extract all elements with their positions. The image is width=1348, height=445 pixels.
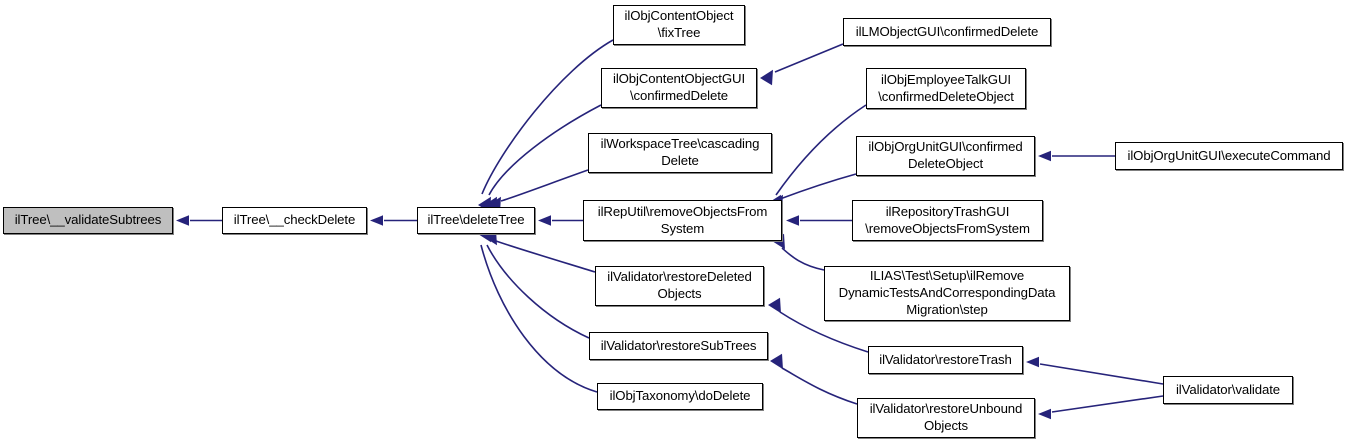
graph-node[interactable]: ilLMObjectGUI\confirmedDelete xyxy=(843,18,1051,46)
graph-edge-arrowhead xyxy=(760,69,773,86)
graph-edge xyxy=(774,43,844,73)
graph-node[interactable]: ilValidator\restoreDeleted Objects xyxy=(595,266,764,306)
graph-edge-arrowhead xyxy=(1038,408,1051,420)
graph-node[interactable]: ilObjEmployeeTalkGUI \confirmedDeleteObj… xyxy=(866,68,1026,109)
graph-node[interactable]: ilRepUtil\removeObjectsFrom System xyxy=(583,200,782,241)
graph-edge xyxy=(781,247,825,271)
graph-node[interactable]: ilValidator\restoreSubTrees xyxy=(589,332,768,360)
graph-node[interactable]: ilObjTaxonomy\doDelete xyxy=(597,383,763,410)
graph-edge xyxy=(1051,395,1164,413)
graph-node[interactable]: ilObjOrgUnitGUI\executeCommand xyxy=(1115,142,1343,170)
graph-edge xyxy=(781,367,858,405)
graph-node[interactable]: ILIAS\Test\Setup\ilRemove DynamicTestsAn… xyxy=(824,266,1070,321)
graph-node[interactable]: ilValidator\validate xyxy=(1163,376,1293,404)
graph-node[interactable]: ilTree\__validateSubtrees xyxy=(3,207,173,234)
graph-node[interactable]: ilTree\__checkDelete xyxy=(222,207,367,234)
graph-edge-arrowhead xyxy=(768,297,781,314)
graph-node[interactable]: ilTree\deleteTree xyxy=(417,207,535,234)
graph-node[interactable]: ilValidator\restoreUnbound Objects xyxy=(857,398,1035,438)
graph-node[interactable]: ilObjContentObjectGUI \confirmedDelete xyxy=(601,68,757,108)
graph-edge xyxy=(488,104,602,196)
graph-node[interactable]: ilRepositoryTrashGUI \removeObjectsFromS… xyxy=(852,200,1043,241)
graph-edge xyxy=(495,240,596,273)
graph-node[interactable]: ilValidator\restoreTrash xyxy=(868,346,1023,374)
graph-edge xyxy=(480,244,598,393)
graph-edge xyxy=(775,104,867,196)
graph-edge-arrowhead xyxy=(538,215,551,226)
graph-edge xyxy=(1039,363,1164,385)
graph-edge-arrowhead xyxy=(1026,356,1039,368)
graph-edge xyxy=(486,244,590,339)
graph-node[interactable]: ilObjContentObject \fixTree xyxy=(613,5,745,45)
graph-node[interactable]: ilWorkspaceTree\cascading Delete xyxy=(588,133,772,173)
graph-edge xyxy=(500,169,589,202)
graph-edge-arrowhead xyxy=(176,215,189,226)
graph-edge-arrowhead xyxy=(770,353,783,370)
graph-edge-arrowhead xyxy=(370,215,383,226)
graph-edge-arrowhead xyxy=(1038,150,1051,162)
graph-edge-arrowhead xyxy=(786,215,799,226)
graph-node[interactable]: ilObjOrgUnitGUI\confirmed DeleteObject xyxy=(856,136,1035,176)
graph-edge xyxy=(779,173,857,200)
